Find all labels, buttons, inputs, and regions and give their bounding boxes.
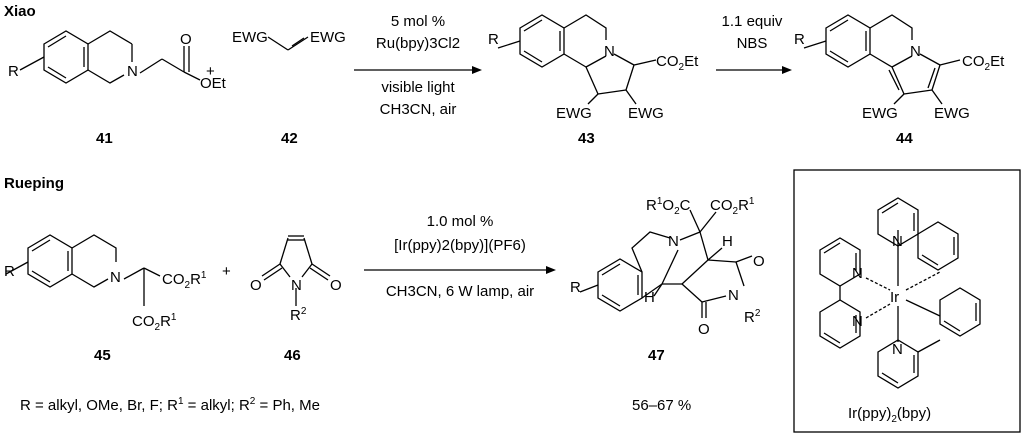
atom-r-45: R [4,263,15,280]
atom-n-45: N [110,269,121,286]
atom-co2r1-45-bottom: CO2R1 [132,312,177,333]
structure-44 [803,14,961,105]
atom-ewg-43-left: EWG [556,105,592,122]
atom-n-cat-left-top: N [852,265,863,282]
compound-label-47: 47 [648,347,665,364]
structure-43 [497,14,657,105]
structure-45 [5,234,161,306]
atom-n-cat-top: N [892,233,903,250]
atom-o-46-left: O [250,277,262,294]
atom-ewg-44-right: EWG [934,105,970,122]
atom-r1o2c-47: R1O2C [646,196,691,217]
atom-r2-46: R2 [290,306,307,324]
compound-label-41: 41 [96,130,113,147]
atom-n-46: N [291,277,302,294]
atom-ir: Ir [890,289,899,306]
arrowhead-rueping [546,266,556,274]
atom-co2et-44: CO2Et [962,53,1005,73]
atom-n-cat-left-bottom: N [852,313,863,330]
atom-o-41: O [180,31,192,48]
arrowhead-xiao-2 [782,66,792,74]
structure-47 [579,209,753,318]
atom-ewg-42-right: EWG [310,29,346,46]
atom-n-44: N [910,43,921,60]
atom-o-46-right: O [330,277,342,294]
compound-label-46: 46 [284,347,301,364]
structure-46 [261,235,331,306]
atom-n-47-imide: N [728,287,739,304]
catalyst-label: Ir(ppy)2(bpy) [848,405,931,425]
condition-xiao-1-c: visible light [381,79,455,96]
atom-h-47-top: H [722,233,733,250]
arrowhead-xiao-1 [472,66,482,74]
compound-label-45: 45 [94,347,111,364]
condition-rueping-b: [Ir(ppy)2(bpy)](PF6) [394,237,526,254]
atom-r-44: R [794,31,805,48]
atom-r-41: R [8,63,19,80]
atom-o-47-right: O [753,253,765,270]
condition-rueping-c: CH3CN, 6 W lamp, air [386,283,534,300]
atom-o-47-bottom: O [698,321,710,338]
plus-1: + [206,63,215,80]
atom-ewg-42-left: EWG [232,29,268,46]
condition-xiao-1-d: CH3CN, air [380,101,457,118]
atom-ewg-43-right: EWG [628,105,664,122]
atom-co2r1-47: CO2R1 [710,196,755,217]
atom-co2et-43: CO2Et [656,53,699,73]
atom-n-47: N [668,233,679,250]
condition-xiao-2-b: NBS [737,35,768,52]
section-title-rueping: Rueping [4,175,64,192]
atom-ewg-44-left: EWG [862,105,898,122]
footnote-substituents: R = alkyl, OMe, Br, F; R1 = alkyl; R2 = … [20,396,320,414]
yield-text: 56–67 % [632,397,691,414]
catalyst-box [793,169,1021,433]
atom-r-47: R [570,279,581,296]
condition-rueping-a: 1.0 mol % [427,213,494,230]
compound-label-43: 43 [578,130,595,147]
condition-xiao-2-a: 1.1 equiv [722,13,783,30]
atom-n-43: N [604,43,615,60]
structure-catalyst [819,197,981,389]
compound-label-44: 44 [896,130,913,147]
condition-xiao-1-a: 5 mol % [391,13,445,30]
atom-co2r1-45-top: CO2R1 [162,270,207,291]
atom-r2-47: R2 [744,308,761,326]
plus-2: + [222,263,231,280]
atom-n-cat-bottom: N [892,341,903,358]
atom-n-41: N [127,63,138,80]
condition-xiao-1-b: Ru(bpy)3Cl2 [376,35,460,52]
section-title-xiao: Xiao [4,3,36,20]
compound-label-42: 42 [281,130,298,147]
structure-41 [19,30,201,84]
atom-oet-41: OEt [200,75,227,92]
structure-42 [267,36,309,51]
atom-h-47-bottom: H [644,289,655,306]
atom-r-43: R [488,31,499,48]
